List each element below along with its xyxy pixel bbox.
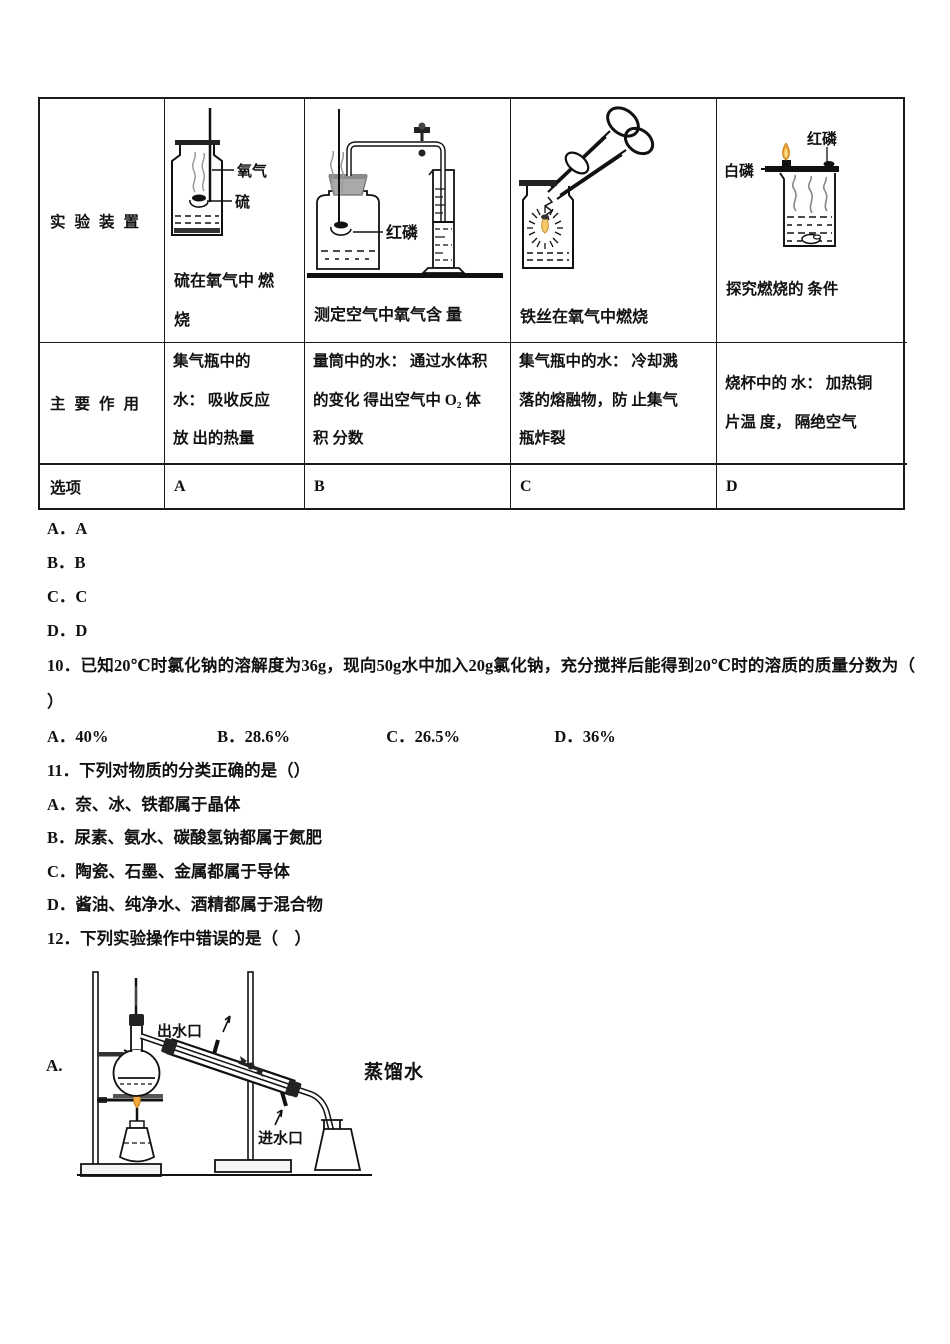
apparatus-cell-a: 氧气 硫 硫在氧气中 燃 烧: [165, 99, 305, 343]
water-inlet-label: 进水口: [258, 1129, 303, 1147]
q10-option-b: B．28.6%: [217, 727, 291, 746]
function-cell-d: 烧杯中的 水： 加热铜 片温 度， 隔绝空气: [717, 343, 907, 464]
function-cell-a: 集气瓶中的 水： 吸收反应 放 出的热量: [165, 343, 305, 464]
apparatus-caption-d: 探究燃烧的 条件: [726, 281, 839, 298]
distilled-water-caption: 蒸馏水: [364, 1062, 425, 1083]
q10-option-c: C．26.5%: [386, 727, 461, 746]
questions-text: A．A B．B C．C D．D 10．已知20℃时氯化钠的溶解度为36g，现向5…: [47, 512, 915, 955]
apparatus-table: 实验装置 氧气 硫 硫在氧气中 燃 烧: [38, 97, 907, 510]
distillation-apparatus-diagram: 出水口 进水口: [77, 971, 372, 1177]
row-header-option: 选项: [40, 464, 165, 508]
red-phosphorus-label: 红磷: [807, 130, 838, 148]
red-phosphorus-label: 红磷: [386, 223, 419, 242]
row-header-function: 主要作用: [40, 343, 165, 464]
row-header-apparatus: 实验装置: [40, 99, 165, 343]
table-question-option: B．B: [47, 553, 86, 572]
apparatus-cell-c: 铁丝在氧气中燃烧: [511, 99, 717, 343]
table-question-option: C．C: [47, 587, 88, 606]
table-question-option: D．D: [47, 621, 88, 640]
apparatus-caption-c: 铁丝在氧气中燃烧: [520, 309, 649, 326]
apparatus-caption-b: 测定空气中氧气含 量: [314, 307, 463, 324]
row-header-apparatus-label: 实验装置: [50, 213, 149, 231]
q11-option-c: C．陶瓷、石墨、金属都属于导体: [47, 861, 290, 881]
question-11-stem: 11．下列对物质的分类正确的是（）: [47, 761, 311, 780]
sulfur-label: 硫: [235, 193, 250, 211]
oxygen-label: 氧气: [236, 162, 267, 180]
q10-option-d: D．36%: [554, 727, 616, 746]
table-question-option: A．A: [47, 519, 88, 538]
row-header-function-label: 主要作用: [50, 396, 149, 413]
option-cell-a: A: [165, 464, 305, 508]
row-header-option-label: 选项: [50, 479, 82, 497]
apparatus-cell-d: 红磷 白磷 探究燃烧的 条件: [717, 99, 907, 343]
question-12-stem: 12．下列实验操作中错误的是（ ）: [47, 928, 311, 948]
apparatus-cell-b: 红磷 测定空气中氧气含 量: [305, 99, 511, 343]
question-10-stem: 10．已知20℃时氯化钠的溶解度为36g，现向50g水中加入20g氯化钠，充分搅…: [47, 656, 915, 711]
function-cell-c: 集气瓶中的水： 冷却溅 落的熔融物，防 止集气 瓶炸裂: [511, 343, 717, 464]
q11-option-b: B．尿素、氨水、碳酸氢钠都属于氮肥: [47, 828, 323, 847]
function-cell-b: 量筒中的水： 通过水体积 的变化 得出空气中 O₂ 体 积 分数: [305, 343, 511, 464]
q11-option-d: D．酱油、纯净水、酒精都属于混合物: [47, 895, 323, 914]
q12-option-a-label: A.: [46, 1056, 63, 1075]
combustion-conditions-diagram: 红磷 白磷: [724, 130, 839, 247]
spark-rays: [527, 207, 563, 249]
white-phosphorus-label: 白磷: [724, 162, 755, 180]
option-cell-d: D: [717, 464, 907, 508]
apparatus-caption-a: 硫在氧气中 燃 烧: [174, 273, 275, 329]
water-outlet-label: 出水口: [157, 1022, 202, 1040]
oxygen-content-measurement-diagram: 红磷: [307, 109, 503, 278]
sulfur-in-oxygen-diagram: 氧气 硫: [171, 108, 267, 236]
q10-option-a: A．40%: [47, 727, 109, 746]
question-10-options: A．40% B．28.6% C．26.5% D．36%: [47, 720, 915, 754]
q11-option-a: A．奈、冰、铁都属于晶体: [47, 794, 241, 814]
option-cell-b: B: [305, 464, 511, 508]
option-cell-c: C: [511, 464, 717, 508]
iron-wire-in-oxygen-diagram: [519, 106, 655, 269]
